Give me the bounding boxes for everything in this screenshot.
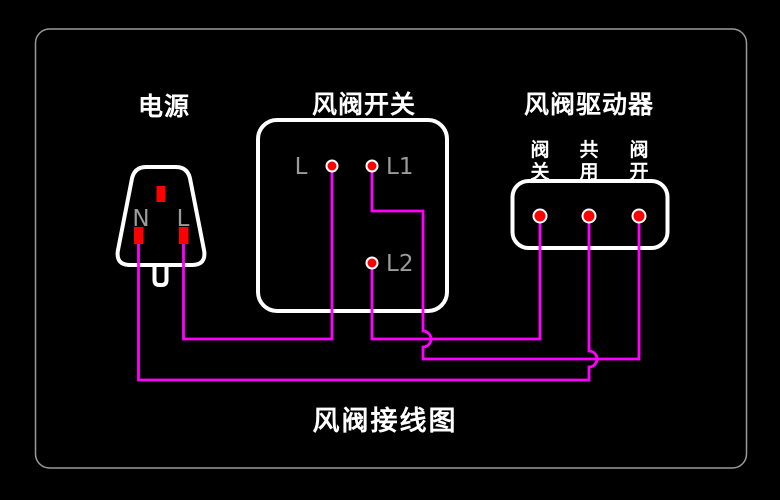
driver-close-label-line1: 阀 bbox=[530, 138, 549, 161]
driver-terminal-close-dot bbox=[532, 208, 548, 224]
wire-live-to-switch-l bbox=[182, 171, 334, 341]
switch-terminal-l-label: L bbox=[295, 154, 308, 180]
wire-neutral-to-common bbox=[137, 221, 599, 382]
driver-close-label-line2: 关 bbox=[530, 160, 549, 183]
switch-terminal-l1-dot bbox=[365, 159, 379, 173]
live-pin bbox=[179, 227, 189, 244]
driver-common-label-line2: 用 bbox=[579, 161, 598, 183]
power-section-title: 电源 bbox=[138, 92, 190, 121]
switch-terminal-l2-label: L2 bbox=[386, 251, 413, 277]
power-plug-outline bbox=[115, 165, 207, 267]
switch-terminal-l2-dot bbox=[365, 256, 379, 270]
driver-open-label-line2: 开 bbox=[629, 161, 648, 183]
wire-l1-to-valve-open bbox=[370, 172, 641, 361]
neutral-pin bbox=[134, 227, 144, 244]
driver-common-label-line1: 共 bbox=[579, 139, 598, 161]
earth-pin bbox=[156, 186, 166, 202]
live-pin-label: L bbox=[177, 206, 190, 232]
driver-terminal-common-dot bbox=[581, 208, 597, 224]
driver-terminal-open-dot bbox=[631, 208, 647, 224]
switch-terminal-l1-label: L1 bbox=[386, 154, 413, 180]
diagram-title: 风阀接线图 bbox=[313, 406, 458, 437]
driver-open-label-line1: 阀 bbox=[629, 138, 648, 161]
switch-section-title: 风阀开关 bbox=[312, 90, 416, 119]
neutral-pin-label: N bbox=[132, 206, 149, 232]
switch-terminal-l-dot bbox=[325, 159, 339, 173]
driver-section-title: 风阀驱动器 bbox=[524, 90, 654, 119]
switch-box bbox=[256, 118, 449, 313]
power-plug-cable-notch bbox=[152, 264, 169, 287]
wire-l2-to-valve-close bbox=[370, 221, 542, 341]
diagram-frame bbox=[34, 28, 748, 469]
